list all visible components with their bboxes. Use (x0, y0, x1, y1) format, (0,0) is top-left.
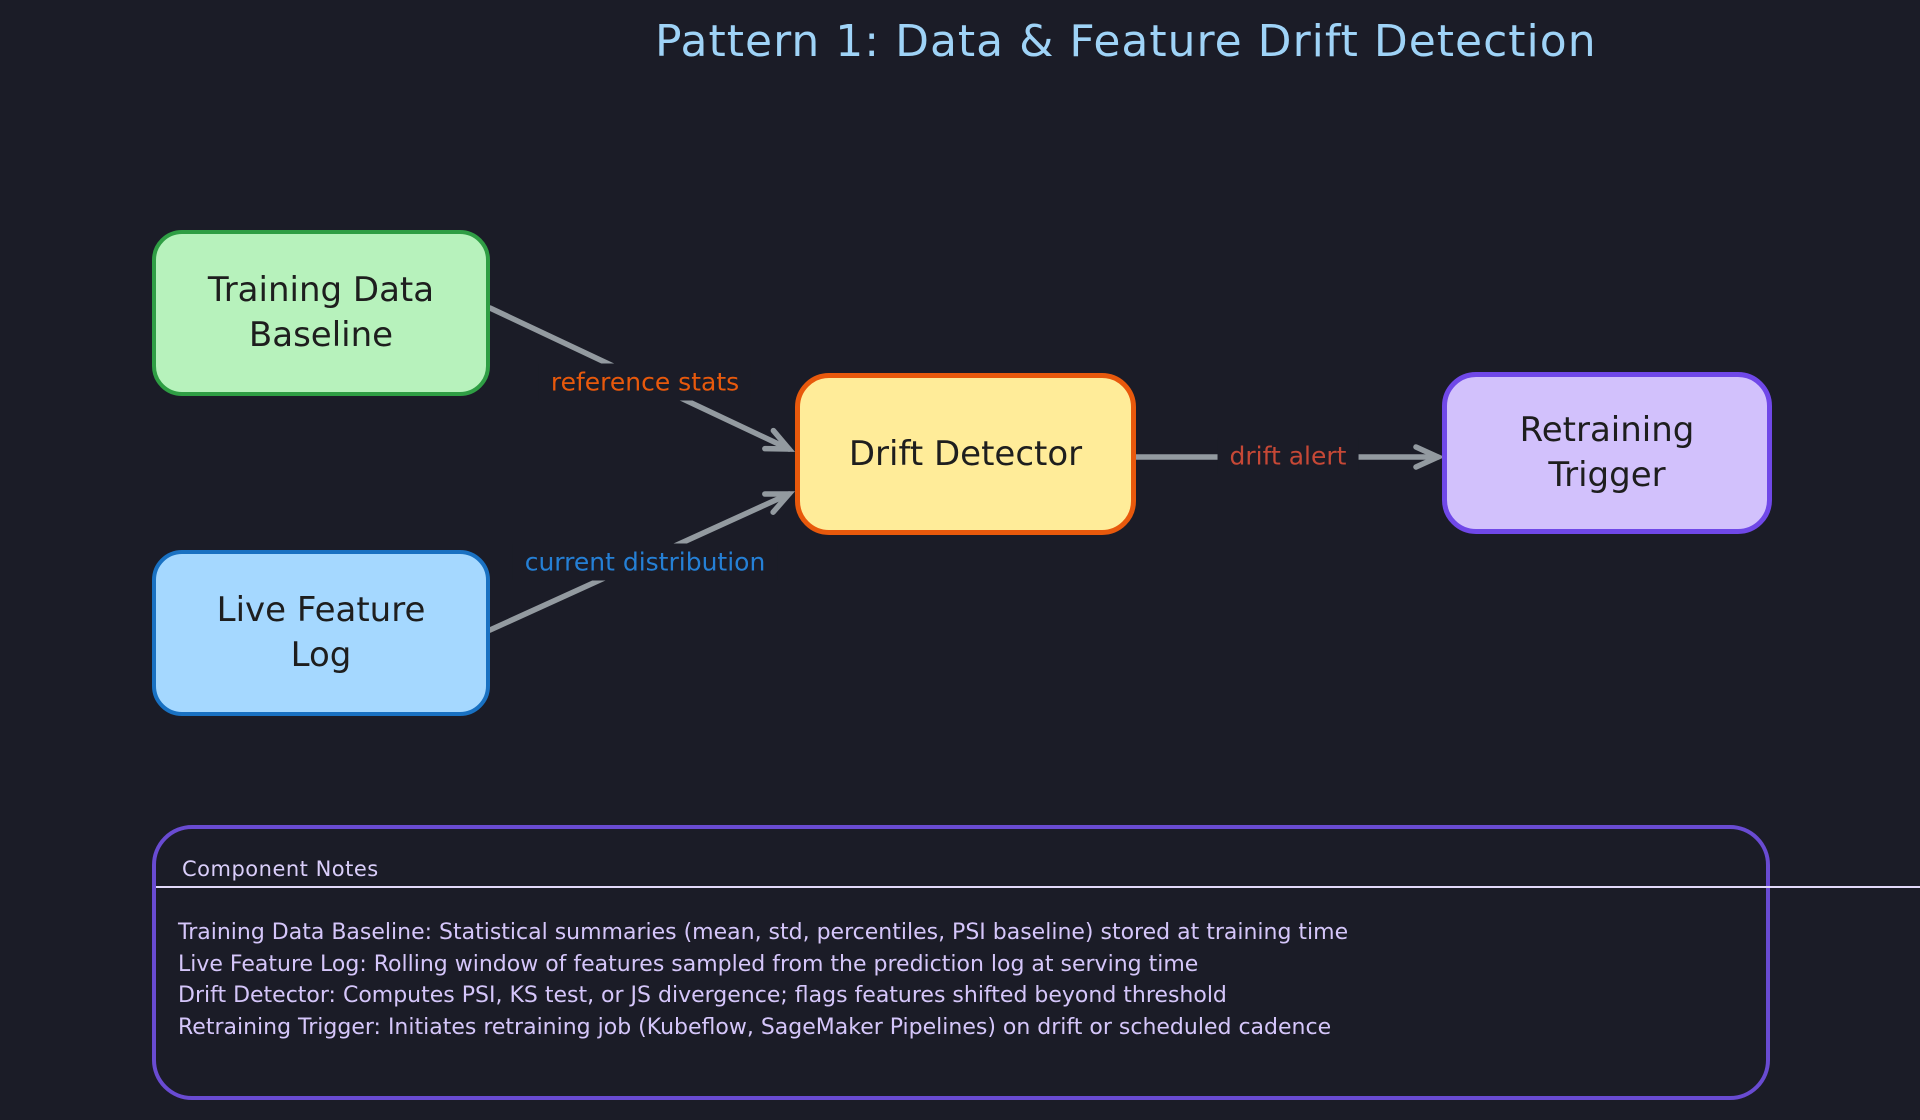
diagram-title: Pattern 1: Data & Feature Drift Detectio… (655, 16, 1597, 67)
note-line-training-data-baseline: Training Data Baseline: Statistical summ… (178, 920, 1349, 945)
node-drift-detector: Drift Detector (795, 373, 1136, 535)
node-live-feature-log-label: Live Feature Log (216, 590, 426, 675)
notes-panel: Component Notes (152, 825, 1770, 1100)
notes-divider (156, 886, 1920, 888)
note-line-drift-detector: Drift Detector: Computes PSI, KS test, o… (178, 983, 1227, 1008)
node-training-data-baseline: Training Data Baseline (152, 230, 490, 396)
node-drift-detector-label: Drift Detector (848, 433, 1083, 474)
notes-panel-title: Component Notes (182, 857, 379, 881)
node-training-data-baseline-label: Training Data Baseline (207, 270, 435, 355)
notes-lines: Training Data Baseline: Statistical summ… (178, 917, 1348, 1043)
edge-label-drift-alert: drift alert (1217, 437, 1359, 475)
note-line-live-feature-log: Live Feature Log: Rolling window of feat… (178, 951, 1199, 977)
edge-label-current-distribution: current distribution (512, 543, 778, 581)
note-line-retraining-trigger: Retraining Trigger: Initiates retraining… (178, 1014, 1332, 1040)
edge-label-reference-stats: reference stats (538, 363, 752, 401)
node-retraining-trigger: Retraining Trigger (1442, 372, 1772, 534)
node-retraining-trigger-label: Retraining Trigger (1519, 410, 1695, 495)
node-live-feature-log: Live Feature Log (152, 550, 490, 716)
